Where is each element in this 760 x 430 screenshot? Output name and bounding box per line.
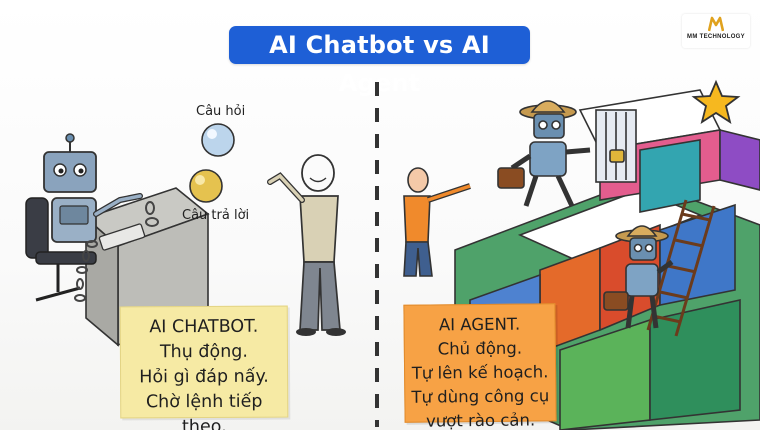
agent-note-line: Tự dùng công cụ bbox=[411, 386, 550, 407]
question-orb bbox=[201, 123, 235, 157]
dashed-divider bbox=[375, 82, 379, 427]
chatbot-note: AI CHATBOT. Thụ động. Hỏi gì đáp nấy. Ch… bbox=[119, 305, 289, 430]
question-label: Câu hỏi bbox=[196, 104, 246, 119]
office-chair bbox=[25, 197, 97, 302]
answer-label: Câu trả lời bbox=[182, 208, 250, 223]
chatbot-robot bbox=[43, 133, 146, 251]
agent-note-line: Tự lên kế hoạch. bbox=[411, 362, 549, 383]
pointing-person bbox=[403, 167, 471, 277]
answer-orb bbox=[189, 169, 223, 203]
agent-note: AI AGENT. Chủ động. Tự lên kế hoạch. Tự … bbox=[403, 303, 557, 430]
chatbot-note-line: Thụ động. bbox=[159, 341, 248, 363]
chatbot-note-line: Hỏi gì đáp nấy. bbox=[139, 366, 269, 388]
user-person bbox=[267, 154, 346, 336]
logo-text: MM TECHNOLOGY bbox=[687, 34, 745, 40]
star-goal bbox=[691, 79, 741, 124]
agent-note-line: Chủ động. bbox=[437, 338, 523, 359]
page-title: AI Chatbot vs AI Agent bbox=[229, 26, 530, 97]
chatbot-illustration bbox=[25, 123, 346, 347]
brand-logo: MM TECHNOLOGY bbox=[682, 14, 750, 48]
chatbot-note-line: AI CHATBOT. bbox=[149, 316, 259, 338]
logo-m-icon bbox=[708, 16, 724, 32]
agent-note-line: AI AGENT. bbox=[438, 314, 521, 335]
agent-robot-upper bbox=[497, 100, 591, 208]
gate bbox=[595, 109, 637, 183]
chatbot-note-line: Chờ lệnh tiếp theo. bbox=[145, 391, 263, 430]
agent-robot-lower bbox=[603, 225, 674, 329]
agent-note-line: vượt rào cản. bbox=[425, 410, 536, 430]
chain bbox=[74, 201, 159, 302]
